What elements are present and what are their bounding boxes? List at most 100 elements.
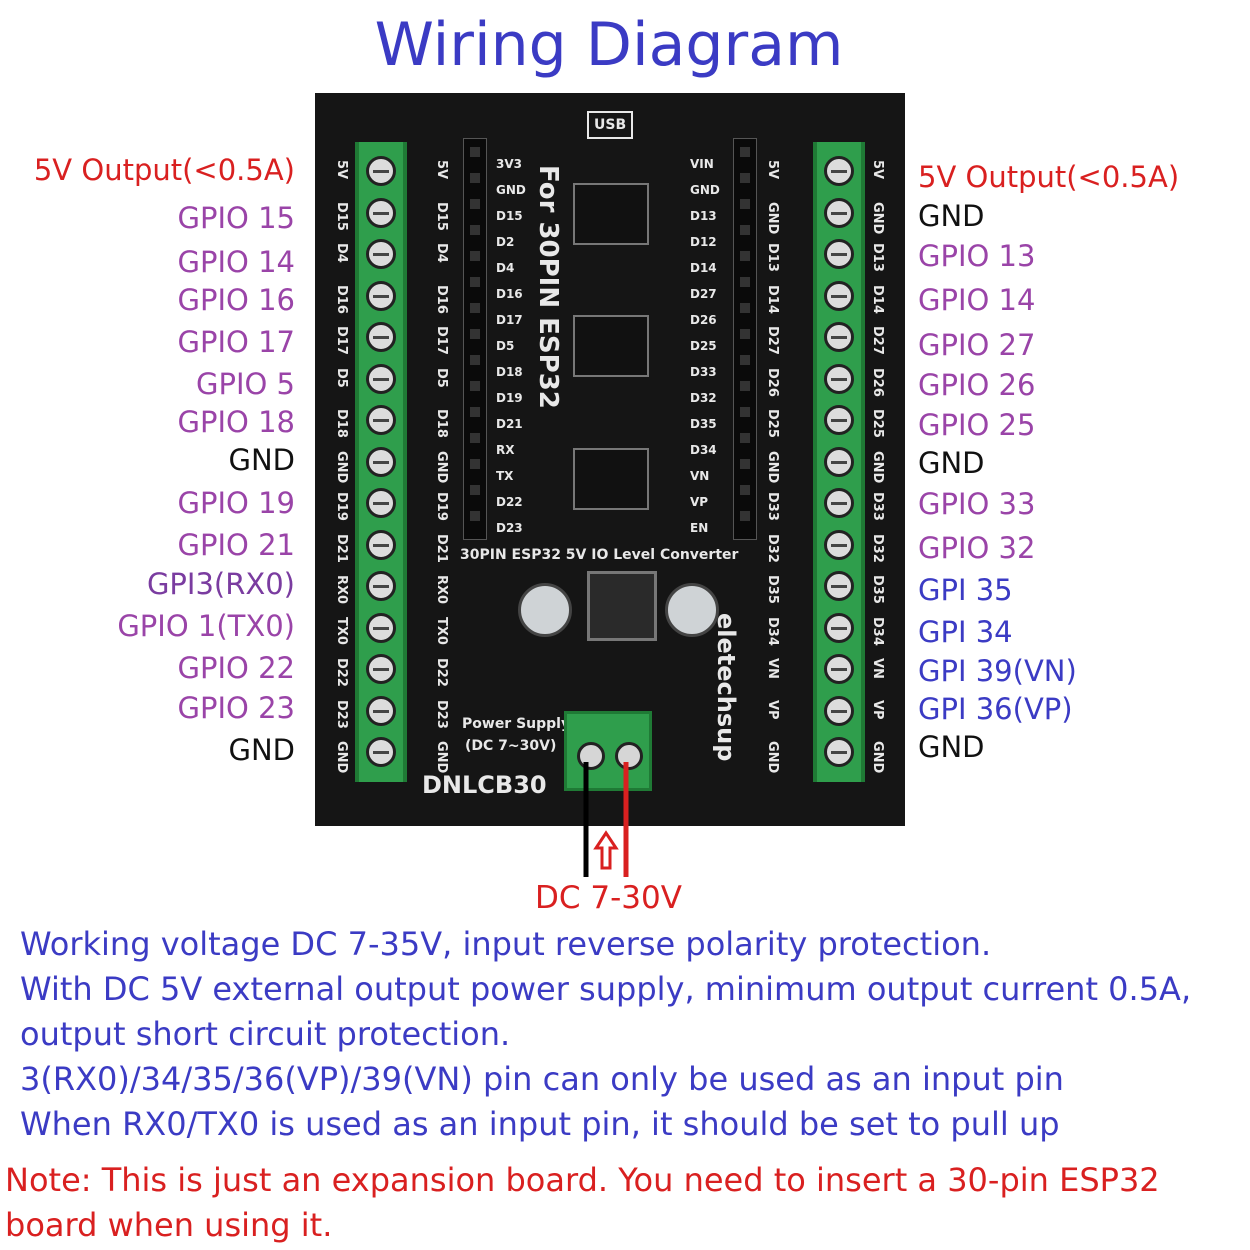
board-pin-text: D35	[870, 575, 885, 604]
terminal-screw	[366, 737, 396, 767]
board-pin-text: D35	[765, 575, 780, 604]
board-pin-text: D25	[870, 409, 885, 438]
terminal-screw	[824, 322, 854, 352]
board-pin-text: VP	[690, 495, 709, 509]
board-pin-text: D2	[496, 235, 515, 249]
terminal-screw	[824, 488, 854, 518]
terminal-screw	[366, 280, 396, 311]
board-pin-text: D22	[334, 658, 349, 687]
board-pin-text: D33	[870, 492, 885, 521]
terminal-screw	[824, 737, 854, 767]
left-pin-label-8: GPIO 19	[177, 486, 295, 520]
board-pin-text: D27	[870, 326, 885, 355]
right-pin-label-0: 5V Output(<0.5A)	[918, 160, 1180, 194]
board-pin-text: D23	[496, 521, 523, 535]
power-screw-vin	[615, 742, 643, 770]
board-pin-text: RX	[496, 443, 515, 457]
board-pin-text: D16	[434, 284, 449, 314]
header-pin-hole	[470, 277, 480, 287]
converter-label: 30PIN ESP32 5V IO Level Converter	[460, 547, 739, 563]
header-pin-hole	[470, 511, 480, 521]
board-pin-text: D5	[334, 367, 349, 388]
terminal-screw	[366, 529, 396, 560]
footer-note: Note: This is just an expansion board. Y…	[5, 1161, 1160, 1244]
board-pin-text: D21	[496, 417, 523, 431]
header-pin-hole	[740, 199, 750, 209]
left-pin-label-11: GPIO 1(TX0)	[117, 609, 295, 643]
left-pin-label-6: GPIO 18	[177, 405, 295, 439]
board-pin-text: 3V3	[496, 157, 522, 171]
board-pin-text: VP	[870, 699, 885, 720]
right-pin-label-12: GPI 39(VN)	[918, 654, 1077, 688]
right-pin-label-10: GPI 35	[918, 573, 1013, 607]
board-pin-text: D16	[334, 284, 349, 314]
board-pin-text: D35	[690, 417, 717, 431]
terminal-screw	[824, 446, 854, 477]
header-pin-hole	[740, 251, 750, 261]
terminal-screw	[824, 156, 854, 186]
board-pin-text: D4	[334, 243, 349, 263]
terminal-screw	[824, 571, 854, 601]
left-pin-label-10: GPI3(RX0)	[146, 567, 295, 601]
board-pin-text: GND	[690, 183, 720, 197]
header-pin-hole	[740, 303, 750, 313]
header-pin-hole	[470, 225, 480, 235]
board-pin-text: D14	[765, 284, 780, 314]
board-pin-text: EN	[690, 521, 709, 535]
header-pin-hole	[740, 381, 750, 391]
header-pin-hole	[740, 277, 750, 287]
header-pin-hole	[740, 329, 750, 339]
board-pin-text: D13	[765, 243, 780, 272]
board-pin-text: VN	[765, 658, 780, 679]
terminal-screw	[824, 363, 854, 394]
terminal-screw	[366, 156, 396, 186]
terminal-screw	[824, 654, 854, 684]
board-pin-text: D34	[765, 616, 780, 646]
power-supply-label: Power Supply	[462, 716, 571, 732]
board-pin-text: D26	[690, 313, 717, 327]
note-line: output short circuit protection.	[20, 1015, 511, 1053]
board-pin-text: D14	[690, 261, 717, 275]
board-pin-text: D26	[765, 367, 780, 397]
board-pin-text: D17	[334, 326, 349, 355]
diagram-title: Wiring Diagram	[374, 10, 844, 80]
board-pin-text: VP	[765, 699, 780, 720]
terminal-screw	[824, 239, 854, 269]
board-pin-text: D32	[870, 533, 885, 563]
board-pin-text: GND	[870, 741, 885, 774]
board-pin-text: RX0	[334, 575, 349, 605]
board-pin-text: GND	[870, 450, 885, 483]
board-pin-text: D15	[334, 201, 349, 231]
right-pin-label-2: GPIO 13	[918, 239, 1036, 273]
left-pin-label-12: GPIO 22	[177, 651, 295, 685]
header-pin-hole	[740, 433, 750, 443]
board-pin-text: D27	[765, 326, 780, 355]
power-range-label: (DC 7~30V)	[465, 738, 557, 754]
capacitor-right	[665, 583, 719, 637]
board-pin-text: D19	[334, 492, 349, 521]
terminal-screw	[366, 405, 396, 435]
board-pin-text: D34	[870, 616, 885, 646]
right-pin-label-14: GND	[918, 730, 985, 764]
terminal-block-left	[355, 142, 407, 782]
brand-label: eletechsup	[712, 613, 740, 762]
header-pin-hole	[470, 147, 480, 157]
board-pin-text: D22	[434, 658, 449, 687]
terminal-screw	[366, 197, 396, 228]
right-pin-label-13: GPI 36(VP)	[918, 692, 1073, 726]
board-pin-text: D27	[690, 287, 717, 301]
board-pin-text: D19	[434, 492, 449, 521]
left-pin-label-3: GPIO 16	[177, 283, 295, 317]
board-pin-text: D33	[690, 365, 717, 379]
board-pin-text: D18	[434, 409, 449, 438]
terminal-screw	[824, 529, 854, 560]
left-pin-label-2: GPIO 14	[177, 245, 295, 279]
terminal-screw	[824, 405, 854, 435]
header-pin-hole	[740, 225, 750, 235]
left-pin-label-13: GPIO 23	[177, 691, 295, 725]
esp32-header-left	[463, 138, 487, 540]
board-pin-text: D4	[434, 243, 449, 263]
board-pin-text: D25	[765, 409, 780, 438]
power-screw-gnd	[577, 742, 605, 770]
board-pin-text: GND	[434, 450, 449, 483]
